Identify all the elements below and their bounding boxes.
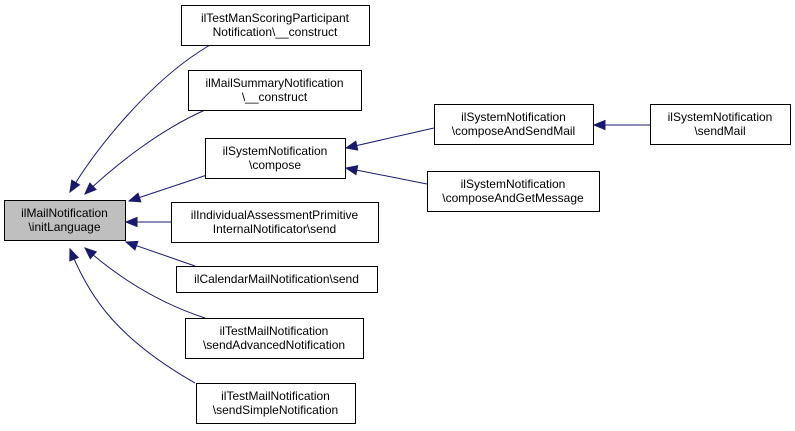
node-box[interactable] — [427, 171, 600, 212]
edge-sys_send_mail-to-sys_compose_send — [592, 119, 650, 131]
node-box[interactable] — [188, 70, 362, 111]
node-label-line: ilSystemNotification — [461, 110, 566, 124]
nodes-layer: ilMailNotification\initLanguage ilTestMan… — [4, 5, 791, 424]
node-label-line: ilMailSummaryNotification — [205, 76, 343, 90]
edge-sys_compose_send-to-sys_compose — [344, 127, 435, 151]
node-box[interactable] — [4, 200, 126, 241]
edge-individual_assessment-to-init_language — [124, 216, 171, 228]
node-box[interactable] — [181, 5, 370, 46]
node-label-line: ilCalendarMailNotification\send — [194, 272, 359, 286]
edge-test_mail_advanced-to-init_language — [84, 247, 206, 319]
edge-line — [84, 247, 206, 319]
node-calendar-mail[interactable]: ilCalendarMailNotification\send — [176, 266, 378, 293]
node-label-line: \sendSimpleNotification — [213, 403, 338, 417]
node-sys-compose-get[interactable]: ilSystemNotification\composeAndGetMessag… — [427, 171, 600, 212]
node-mail-summary[interactable]: ilMailSummaryNotification\__construct — [188, 70, 362, 111]
edge-mail_summary-to-init_language — [84, 109, 206, 195]
node-label-line: ilTestMailNotification — [221, 389, 330, 403]
edge-calendar_mail-to-init_language — [124, 240, 196, 267]
node-label-line: \initLanguage — [28, 220, 100, 234]
node-label-line: \__construct — [242, 90, 308, 104]
edge-line — [69, 248, 196, 384]
edge-line — [345, 127, 435, 149]
edges-layer — [69, 44, 650, 384]
edge-arrowhead — [344, 165, 359, 176]
edge-arrowhead — [69, 247, 80, 262]
node-test-man-scoring[interactable]: ilTestManScoringParticipantNotification\… — [181, 5, 370, 46]
node-box[interactable] — [185, 318, 364, 359]
edge-line — [128, 174, 208, 202]
node-sys-send-mail[interactable]: ilSystemNotification\sendMail — [650, 104, 791, 145]
edge-arrowhead — [124, 216, 138, 228]
node-label-line: InternalNotificator\send — [213, 222, 336, 236]
node-sys-compose-send[interactable]: ilSystemNotification\composeAndSendMail — [434, 104, 594, 145]
node-box[interactable] — [171, 202, 379, 243]
edge-sys_compose-to-init_language — [127, 174, 208, 203]
node-label-line: \sendMail — [694, 124, 745, 138]
node-label-line: \sendAdvancedNotification — [203, 338, 345, 352]
node-init-language[interactable]: ilMailNotification\initLanguage — [4, 200, 126, 241]
edge-arrowhead — [69, 179, 81, 194]
node-test-mail-simple[interactable]: ilTestMailNotification\sendSimpleNotific… — [196, 383, 356, 424]
edge-arrowhead — [592, 119, 606, 131]
node-label-line: ilSystemNotification — [668, 110, 773, 124]
node-box[interactable] — [434, 104, 594, 145]
edge-line — [345, 167, 428, 185]
edge-arrowhead — [84, 247, 98, 260]
edge-test_man_scoring-to-init_language — [69, 44, 211, 194]
node-label-line: ilTestMailNotification — [220, 324, 329, 338]
node-label-line: ilMailNotification — [21, 206, 108, 220]
edge-arrowhead — [127, 192, 142, 203]
edge-arrowhead — [124, 240, 139, 251]
edge-test_mail_simple-to-init_language — [69, 247, 196, 384]
edge-sys_compose_get-to-sys_compose — [344, 165, 428, 185]
node-box[interactable] — [196, 383, 356, 424]
node-box[interactable] — [205, 138, 346, 179]
node-test-mail-advanced[interactable]: ilTestMailNotification\sendAdvancedNotif… — [185, 318, 364, 359]
node-label-line: \composeAndSendMail — [452, 124, 575, 138]
node-box[interactable] — [650, 104, 791, 145]
node-label-line: ilSystemNotification — [461, 177, 566, 191]
edge-line — [69, 44, 211, 193]
node-label-line: \composeAndGetMessage — [442, 191, 584, 205]
edge-line — [125, 241, 196, 267]
node-label-line: ilTestManScoringParticipant — [201, 11, 350, 25]
node-label-line: \compose — [249, 158, 301, 172]
node-label-line: Notification\__construct — [213, 25, 338, 39]
node-sys-compose[interactable]: ilSystemNotification\compose — [205, 138, 346, 179]
node-label-line: ilSystemNotification — [223, 144, 328, 158]
edge-arrowhead — [84, 182, 97, 195]
node-box[interactable] — [176, 266, 378, 293]
node-individual-assessment[interactable]: ilIndividualAssessmentPrimitiveInternalN… — [171, 202, 379, 243]
edge-arrowhead — [344, 140, 359, 151]
node-label-line: ilIndividualAssessmentPrimitive — [191, 208, 359, 222]
edge-line — [84, 109, 206, 195]
